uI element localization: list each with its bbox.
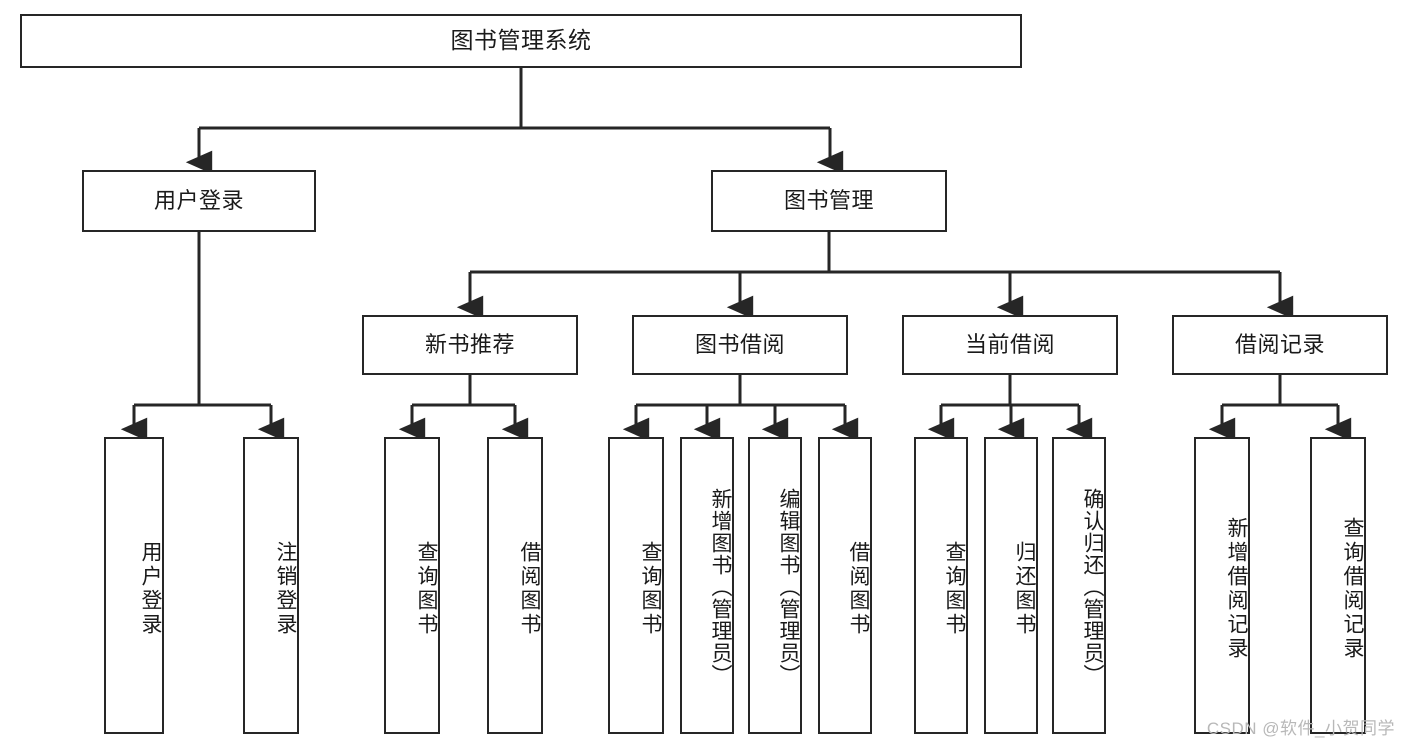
leaf-add-book[interactable]: 新增图书（管理员）: [680, 437, 734, 734]
leaf-add-book-label: 新增图书（管理员）: [709, 488, 732, 686]
leaf-confirm-return[interactable]: 确认归还（管理员）: [1052, 437, 1106, 734]
node-book-borrow[interactable]: 图书借阅: [632, 315, 848, 375]
leaf-add-record-label: 新增借阅记录: [1225, 516, 1248, 661]
watermark: CSDN @软件_小贺同学: [1206, 719, 1395, 738]
leaf-borrow-book-2[interactable]: 借阅图书: [818, 437, 872, 734]
leaf-return-book-label: 归还图书: [1013, 540, 1036, 637]
node-book-manage[interactable]: 图书管理: [711, 170, 947, 232]
leaf-query-book-3[interactable]: 查询图书: [914, 437, 968, 734]
node-borrow-record-label: 借阅记录: [1234, 332, 1325, 358]
leaf-query-book-2-label: 查询图书: [639, 540, 662, 637]
leaf-confirm-return-label: 确认归还（管理员）: [1081, 488, 1104, 686]
leaf-query-record-label: 查询借阅记录: [1341, 516, 1364, 661]
leaf-query-book-2[interactable]: 查询图书: [608, 437, 664, 734]
leaf-edit-book-label: 编辑图书（管理员）: [777, 488, 800, 686]
leaf-user-logout-label: 注销登录: [274, 540, 297, 637]
leaf-return-book[interactable]: 归还图书: [984, 437, 1038, 734]
leaf-query-book-1[interactable]: 查询图书: [384, 437, 440, 734]
node-current-borrow-label: 当前借阅: [964, 332, 1055, 358]
node-book-manage-label: 图书管理: [783, 188, 874, 214]
node-current-borrow[interactable]: 当前借阅: [902, 315, 1118, 375]
node-user-login[interactable]: 用户登录: [82, 170, 316, 232]
leaf-add-record[interactable]: 新增借阅记录: [1194, 437, 1250, 734]
node-root-label: 图书管理系统: [450, 27, 592, 54]
node-book-borrow-label: 图书借阅: [694, 332, 785, 358]
node-new-book-recommend[interactable]: 新书推荐: [362, 315, 578, 375]
leaf-borrow-book-1[interactable]: 借阅图书: [487, 437, 543, 734]
leaf-edit-book[interactable]: 编辑图书（管理员）: [748, 437, 802, 734]
leaf-borrow-book-1-label: 借阅图书: [518, 540, 541, 637]
leaf-user-login-label: 用户登录: [139, 540, 162, 637]
leaf-user-login[interactable]: 用户登录: [104, 437, 164, 734]
node-user-login-label: 用户登录: [153, 188, 244, 214]
leaf-query-record[interactable]: 查询借阅记录: [1310, 437, 1366, 734]
leaf-query-book-1-label: 查询图书: [415, 540, 438, 637]
node-new-book-recommend-label: 新书推荐: [424, 332, 515, 358]
leaf-borrow-book-2-label: 借阅图书: [847, 540, 870, 637]
node-root[interactable]: 图书管理系统: [20, 14, 1022, 68]
leaf-user-logout[interactable]: 注销登录: [243, 437, 299, 734]
leaf-query-book-3-label: 查询图书: [943, 540, 966, 637]
node-borrow-record[interactable]: 借阅记录: [1172, 315, 1388, 375]
